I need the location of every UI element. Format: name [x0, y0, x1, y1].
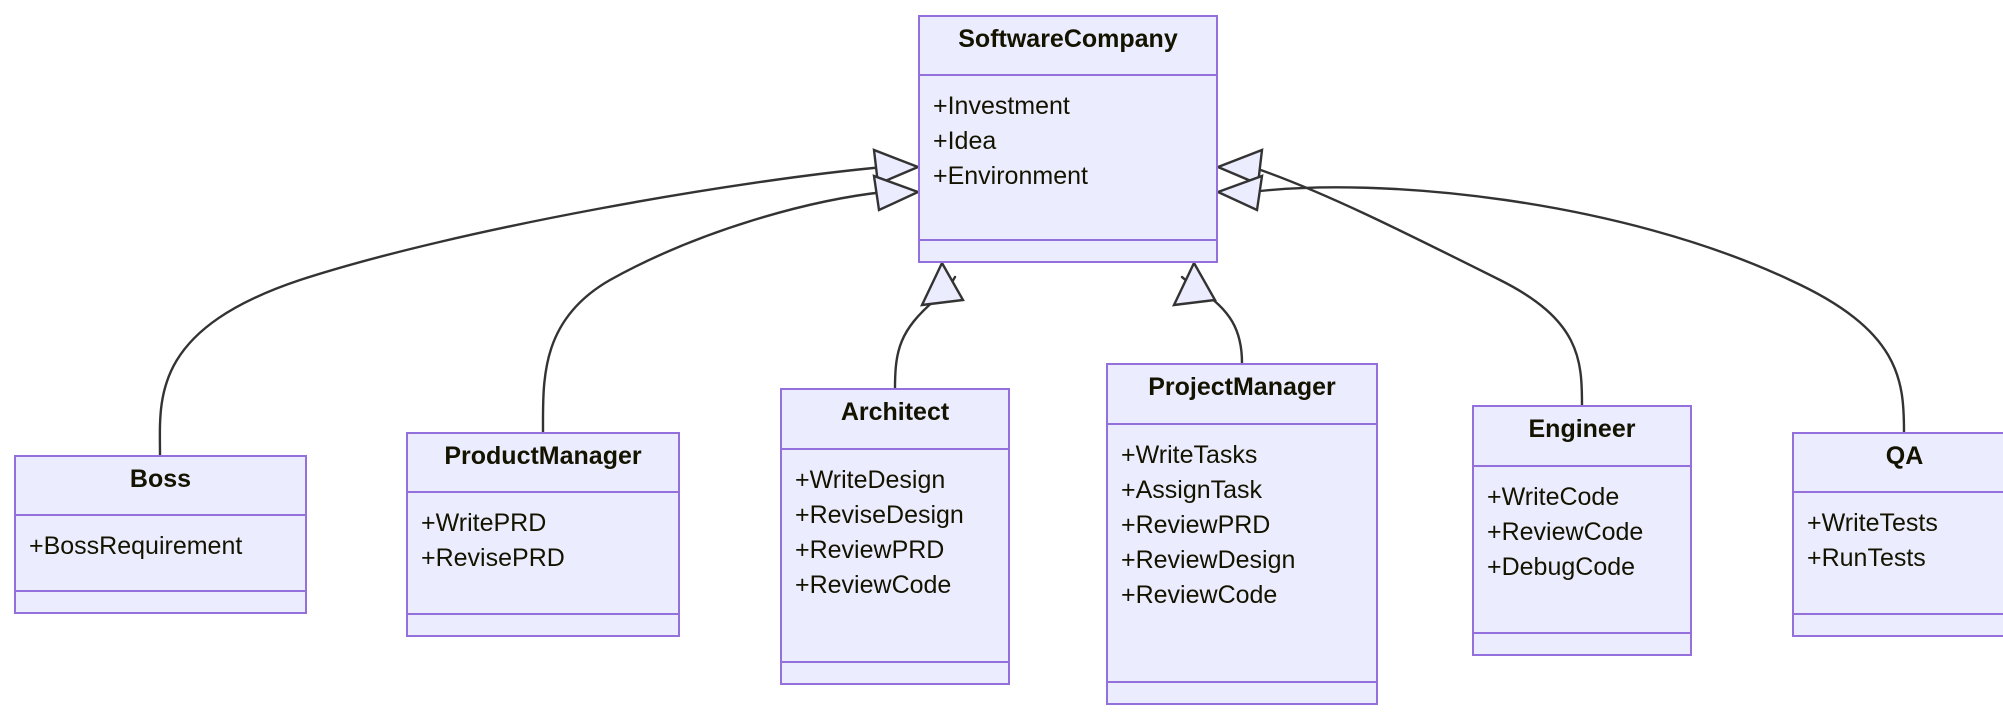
- class-methods-softwarecompany: [920, 241, 1216, 261]
- class-attribute: +ReviseDesign: [795, 500, 964, 529]
- class-attributes-engineer: +WriteCode +ReviewCode +DebugCode: [1474, 467, 1690, 634]
- class-attribute: +Idea: [933, 127, 997, 156]
- class-node-softwarecompany[interactable]: SoftwareCompany +Investment +Idea +Envir…: [918, 15, 1218, 263]
- class-node-boss[interactable]: Boss +BossRequirement: [14, 455, 307, 614]
- class-attributes-boss: +BossRequirement: [16, 516, 305, 592]
- class-node-engineer[interactable]: Engineer +WriteCode +ReviewCode +DebugCo…: [1472, 405, 1692, 656]
- class-title-productmanager: ProductManager: [408, 434, 678, 494]
- class-methods-projectmanager: [1108, 683, 1376, 703]
- class-attribute: +ReviewPRD: [1121, 510, 1271, 539]
- class-attribute: +RunTests: [1807, 544, 1926, 573]
- class-methods-architect: [782, 663, 1008, 683]
- class-title-architect: Architect: [782, 390, 1008, 450]
- edge-architect-to-softwarecompany: [893, 275, 957, 390]
- class-attribute: +ReviewDesign: [1121, 545, 1296, 574]
- class-attribute: +ReviewCode: [1487, 517, 1644, 546]
- edge-boss-to-softwarecompany: [158, 165, 886, 457]
- class-title-qa: QA: [1794, 434, 2003, 494]
- class-attribute: +WriteTasks: [1121, 440, 1258, 469]
- class-attribute: +ReviewCode: [1121, 580, 1278, 609]
- class-attributes-projectmanager: +WriteTasks +AssignTask +ReviewPRD +Revi…: [1108, 425, 1376, 683]
- class-attributes-softwarecompany: +Investment +Idea +Environment: [920, 76, 1216, 241]
- class-methods-qa: [1794, 615, 2003, 635]
- class-attribute: +WriteTests: [1807, 509, 1938, 538]
- class-attribute: +Environment: [933, 162, 1088, 191]
- class-attribute: +AssignTask: [1121, 475, 1263, 504]
- inheritance-arrowhead-icon-architect: [919, 260, 965, 307]
- class-attribute: +ReviewPRD: [795, 535, 945, 564]
- class-attribute: +BossRequirement: [29, 532, 243, 561]
- class-node-productmanager[interactable]: ProductManager +WritePRD +RevisePRD: [406, 432, 680, 637]
- class-title-boss: Boss: [16, 457, 305, 517]
- class-methods-engineer: [1474, 634, 1690, 654]
- class-attribute: +DebugCode: [1487, 552, 1636, 581]
- inheritance-arrowhead-icon-boss: [872, 148, 922, 186]
- class-methods-boss: [16, 592, 305, 612]
- inheritance-arrowhead-icon-projectmanager: [1171, 260, 1217, 307]
- class-attribute: +WriteDesign: [795, 465, 946, 494]
- class-node-projectmanager[interactable]: ProjectManager +WriteTasks +AssignTask +…: [1106, 363, 1378, 705]
- class-title-projectmanager: ProjectManager: [1108, 365, 1376, 425]
- class-attributes-productmanager: +WritePRD +RevisePRD: [408, 493, 678, 615]
- class-attribute: +RevisePRD: [421, 544, 565, 573]
- inheritance-arrowhead-icon-productmanager: [872, 174, 922, 212]
- class-attribute: +Investment: [933, 92, 1070, 121]
- inheritance-arrowhead-icon-qa: [1214, 174, 1264, 212]
- class-attribute: +WriteCode: [1487, 482, 1620, 511]
- class-attributes-architect: +WriteDesign +ReviseDesign +ReviewPRD +R…: [782, 450, 1008, 663]
- inheritance-arrowhead-icon-engineer: [1214, 148, 1264, 186]
- class-node-architect[interactable]: Architect +WriteDesign +ReviseDesign +Re…: [780, 388, 1010, 685]
- class-node-qa[interactable]: QA +WriteTests +RunTests: [1792, 432, 2003, 637]
- class-title-softwarecompany: SoftwareCompany: [920, 17, 1216, 77]
- class-methods-productmanager: [408, 615, 678, 635]
- edge-projectmanager-to-softwarecompany: [1180, 275, 1244, 365]
- class-title-engineer: Engineer: [1474, 407, 1690, 467]
- class-attribute: +WritePRD: [421, 509, 547, 538]
- class-attribute: +ReviewCode: [795, 570, 952, 599]
- class-attributes-qa: +WriteTests +RunTests: [1794, 493, 2003, 615]
